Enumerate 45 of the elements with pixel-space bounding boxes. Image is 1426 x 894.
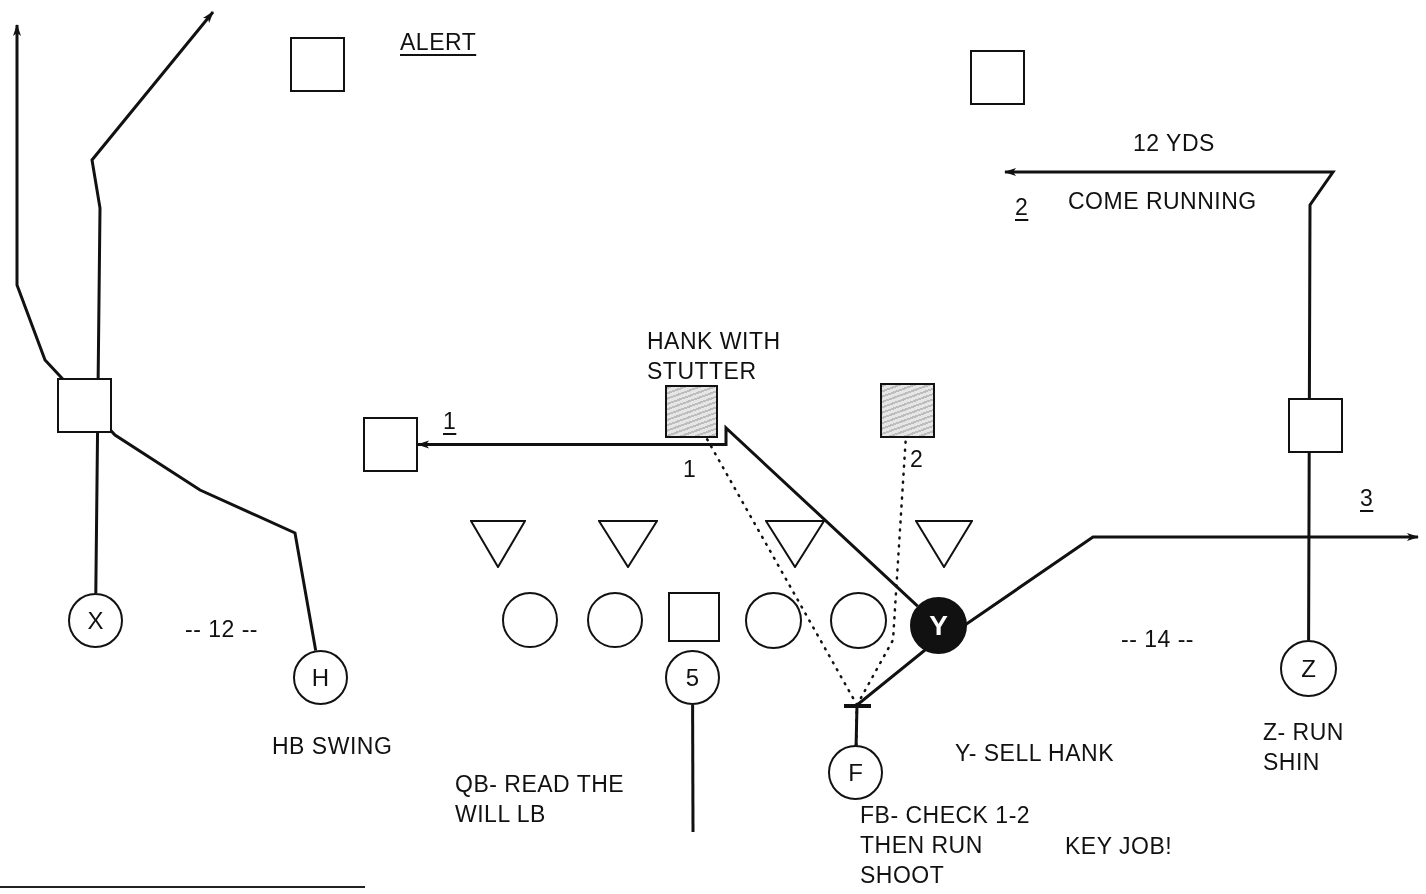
spacing-label: -- 14 --	[1121, 625, 1194, 654]
route-line	[691, 705, 695, 832]
route-arrow	[90, 11, 215, 593]
linebacker-triangle	[470, 520, 526, 568]
spacing-label: -- 12 --	[185, 615, 258, 644]
linebacker-triangle	[765, 520, 825, 568]
player-circle: Z	[1280, 640, 1337, 697]
route-number: 2	[1015, 193, 1029, 222]
route-note: 12 YDS	[1133, 129, 1215, 158]
assignment-note: Z- RUN SHIN	[1263, 718, 1345, 777]
player-circle: H	[293, 650, 348, 705]
route-arrow	[854, 533, 1419, 746]
assignment-note: Y- SELL HANK	[955, 739, 1114, 768]
player-circle: 5	[665, 650, 720, 705]
route-arrow	[1004, 168, 1336, 640]
play-note: ALERT	[400, 28, 477, 57]
tight-end-circle: Y	[910, 597, 967, 654]
lineman-circle	[830, 592, 887, 649]
route-number: 1	[443, 407, 457, 436]
linebacker-triangle	[915, 520, 973, 568]
lineman-circle	[502, 592, 558, 648]
route-arrow	[13, 24, 318, 651]
center-square	[668, 592, 720, 642]
player-circle: F	[828, 745, 883, 800]
route-number: 3	[1360, 484, 1374, 513]
assignment-note: KEY JOB!	[1065, 832, 1173, 861]
assignment-note: QB- READ THE WILL LB	[455, 770, 626, 829]
route-arrow	[417, 424, 919, 608]
read-number: 1	[683, 455, 697, 484]
defender-square	[363, 417, 418, 472]
player-circle: X	[68, 593, 123, 648]
shaded-defender-square	[665, 385, 718, 438]
read-number: 2	[910, 445, 924, 474]
defender-square	[970, 50, 1025, 105]
assignment-note: FB- CHECK 1-2 THEN RUN SHOOT	[860, 801, 1032, 890]
assignment-note: HB SWING	[272, 732, 393, 761]
lineman-circle	[745, 592, 802, 649]
defender-square	[1288, 398, 1343, 453]
defender-square	[57, 378, 112, 433]
route-note: COME RUNNING	[1068, 187, 1257, 216]
shaded-defender-square	[880, 383, 935, 438]
lineman-circle	[587, 592, 643, 648]
linebacker-triangle	[598, 520, 658, 568]
route-note: HANK WITH STUTTER	[647, 327, 782, 386]
defender-square	[290, 37, 345, 92]
